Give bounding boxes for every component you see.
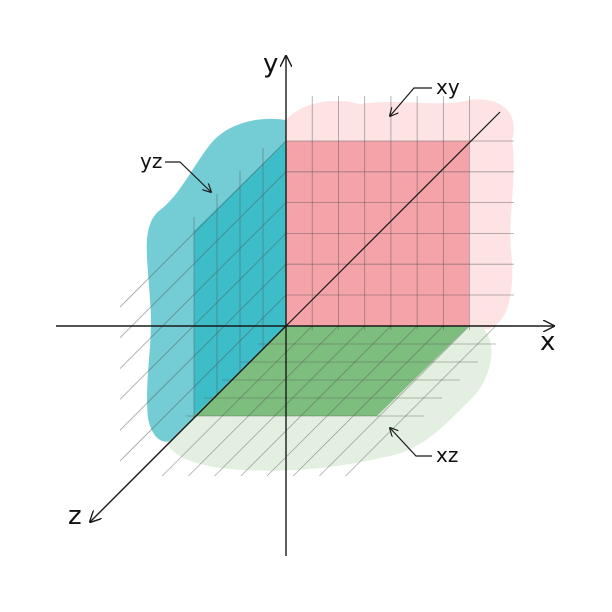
x-axis-label: x — [540, 327, 555, 357]
z-axis — [90, 325, 287, 522]
xz-grid-line — [214, 325, 365, 477]
xz-plane-label: xz — [436, 443, 458, 467]
xz-grid-line — [292, 325, 444, 477]
yz-grid-line — [119, 263, 287, 431]
xz-grid-line — [345, 325, 496, 477]
diagonal-line — [285, 111, 501, 327]
xz-grid-line — [161, 325, 313, 477]
xz-grid — [135, 325, 496, 477]
xz-leader-arrow — [390, 428, 432, 457]
xy-leader-arrow — [390, 87, 432, 116]
xz-plane — [194, 326, 469, 416]
yz-plane-label: yz — [140, 149, 162, 173]
yz-grid-line — [119, 294, 287, 462]
yz-grid-line — [119, 140, 287, 308]
xz-grid-line — [240, 325, 392, 477]
xz-grid-line — [188, 325, 339, 477]
xy-plane-label: xy — [436, 75, 460, 99]
yz-leader-arrow — [165, 161, 211, 192]
xz-grid-line — [266, 325, 418, 477]
y-axis-label: y — [263, 49, 278, 79]
yz-grid-line — [119, 171, 287, 339]
yz-grid-line — [119, 233, 287, 400]
xz-grid-line — [319, 325, 470, 477]
yz-grid-line — [119, 202, 287, 369]
z-axis-label: z — [68, 501, 82, 531]
